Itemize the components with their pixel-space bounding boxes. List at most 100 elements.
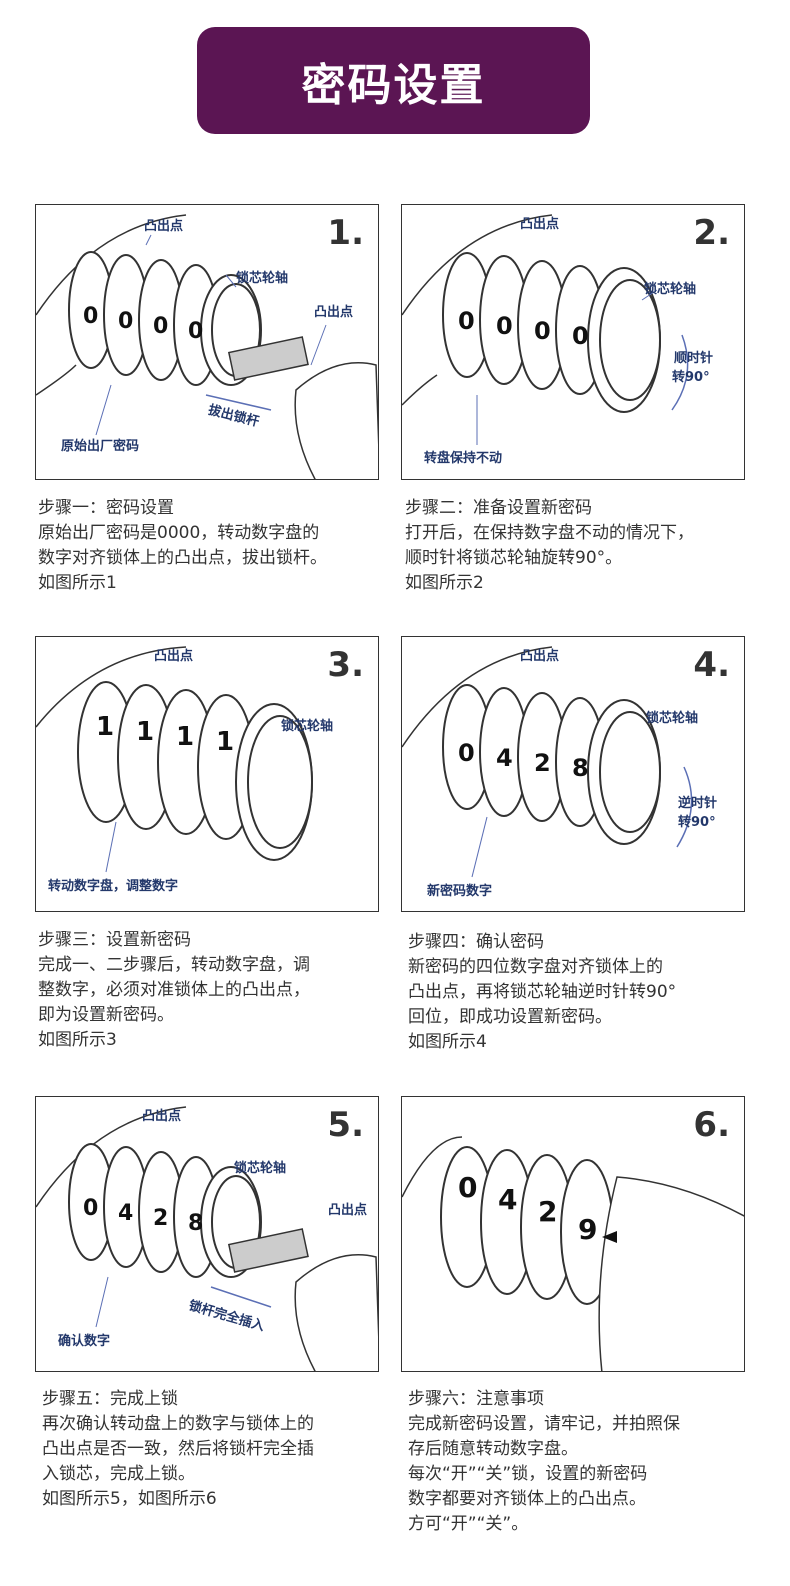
dial-digit: 0 bbox=[153, 314, 168, 339]
panel-number: 4. bbox=[693, 645, 730, 685]
callout-label: 凸出点 bbox=[144, 219, 184, 234]
dial-digit: 9 bbox=[578, 1213, 597, 1246]
lock-illustration-6: 0 4 2 9 bbox=[402, 1136, 744, 1371]
callout-label: 新密码数字 bbox=[427, 884, 493, 899]
step-line: 如图所示4 bbox=[408, 1032, 487, 1052]
step-line: 原始出厂密码是0000，转动数字盘的 bbox=[38, 523, 320, 543]
callout-label: 凸出点 bbox=[520, 649, 560, 664]
step-line: 打开后，在保持数字盘不动的情况下， bbox=[405, 523, 694, 543]
dial-digit: 0 bbox=[534, 317, 551, 345]
dial-digit: 8 bbox=[188, 1211, 203, 1236]
step-line: 如图所示2 bbox=[405, 573, 484, 593]
step-line: 再次确认转动盘上的数字与锁体上的 bbox=[42, 1414, 314, 1434]
step-description-4: 步骤四：确认密码 新密码的四位数字盘对齐锁体上的 凸出点，再将锁芯轮轴逆时针转9… bbox=[408, 930, 768, 1055]
step-line: 入锁芯，完成上锁。 bbox=[42, 1464, 195, 1484]
callout-label: 转90° bbox=[672, 370, 710, 385]
dial-digit: 1 bbox=[176, 722, 194, 752]
dial-digit: 0 bbox=[118, 309, 133, 334]
callout-label: 转动数字盘，调整数字 bbox=[48, 879, 179, 894]
panel-step-4: 0 4 2 8 4. 凸出点 锁芯轮轴 逆时针 转90° 新密码数字 bbox=[401, 636, 745, 912]
step-line: 新密码的四位数字盘对齐锁体上的 bbox=[408, 957, 663, 977]
callout-label: 凸出点 bbox=[154, 649, 194, 664]
callout-label: 转盘保持不动 bbox=[424, 451, 503, 466]
callout-label: 凸出点 bbox=[520, 217, 560, 232]
callout-label: 锁芯轮轴 bbox=[281, 719, 334, 734]
dial-digit: 0 bbox=[458, 1171, 477, 1204]
step-line: 凸出点，再将锁芯轮轴逆时针转90° bbox=[408, 982, 677, 1002]
lock-illustration-2: 0 0 0 0 bbox=[402, 214, 689, 445]
dial-digit: 0 bbox=[572, 322, 589, 350]
dial-digit: 0 bbox=[83, 1196, 98, 1221]
step-line: 完成新密码设置，请牢记，并拍照保 bbox=[408, 1414, 680, 1434]
panel-step-1: 0 0 0 0 1. 凸出点 锁芯轮轴 凸出点 原始出厂密码 拔出锁杆 bbox=[35, 204, 379, 480]
lock-illustration-1: 0 0 0 0 bbox=[36, 214, 378, 479]
step-line: 方可“开”“关”。 bbox=[408, 1514, 529, 1534]
dial-digit: 8 bbox=[572, 754, 589, 782]
step-line: 如图所示5，如图所示6 bbox=[42, 1489, 217, 1509]
callout-label: 凸出点 bbox=[328, 1203, 368, 1218]
lock-illustration-4: 0 4 2 8 bbox=[402, 646, 693, 878]
callout-label: 凸出点 bbox=[314, 305, 354, 320]
step-description-6: 步骤六：注意事项 完成新密码设置，请牢记，并拍照保 存后随意转动数字盘。 每次“… bbox=[408, 1387, 768, 1537]
step-line: 步骤一：密码设置 bbox=[38, 498, 174, 518]
dial-digit: 0 bbox=[458, 307, 475, 335]
callout-label: 顺时针 bbox=[674, 351, 714, 366]
step-description-3: 步骤三：设置新密码 完成一、二步骤后，转动数字盘，调 整数字，必须对准锁体上的凸… bbox=[38, 928, 398, 1053]
dial-digit: 2 bbox=[534, 749, 551, 777]
panel-step-5: 0 4 2 8 5. 凸出点 锁芯轮轴 凸出点 确认数字 锁杆完全插入 bbox=[35, 1096, 379, 1372]
dial-digit: 0 bbox=[458, 739, 475, 767]
step-line: 数字都要对齐锁体上的凸出点。 bbox=[408, 1489, 646, 1509]
dial-digit: 1 bbox=[216, 727, 234, 757]
step-line: 存后随意转动数字盘。 bbox=[408, 1439, 578, 1459]
step-line: 每次“开”“关”锁，设置的新密码 bbox=[408, 1464, 648, 1484]
dial-digit: 1 bbox=[96, 712, 114, 742]
panel-step-6: 0 4 2 9 6. bbox=[401, 1096, 745, 1372]
callout-label: 确认数字 bbox=[58, 1334, 111, 1349]
callout-label: 原始出厂密码 bbox=[61, 439, 140, 454]
dial-digit: 0 bbox=[188, 319, 203, 344]
panel-number: 2. bbox=[693, 213, 730, 253]
dial-digit: 2 bbox=[538, 1195, 557, 1228]
callout-label: 逆时针 bbox=[678, 796, 718, 811]
panel-number: 6. bbox=[693, 1105, 730, 1145]
step-line: 步骤四：确认密码 bbox=[408, 932, 544, 952]
panel-step-2: 0 0 0 0 2. 凸出点 锁芯轮轴 顺时针 转90° 转盘保持不动 bbox=[401, 204, 745, 480]
dial-digit: 4 bbox=[498, 1183, 517, 1216]
dial-digit: 0 bbox=[83, 304, 98, 329]
step-line: 数字对齐锁体上的凸出点，拔出锁杆。 bbox=[38, 548, 327, 568]
step-line: 步骤三：设置新密码 bbox=[38, 930, 191, 950]
callout-label: 转90° bbox=[678, 815, 716, 830]
callout-label: 凸出点 bbox=[142, 1109, 182, 1124]
step-description-5: 步骤五：完成上锁 再次确认转动盘上的数字与锁体上的 凸出点是否一致，然后将锁杆完… bbox=[42, 1387, 402, 1512]
lock-illustration-5: 0 4 2 8 bbox=[36, 1106, 378, 1371]
step-description-2: 步骤二：准备设置新密码 打开后，在保持数字盘不动的情况下， 顺时针将锁芯轮轴旋转… bbox=[405, 496, 765, 596]
step-line: 整数字，必须对准锁体上的凸出点， bbox=[38, 980, 310, 1000]
dial-digit: 0 bbox=[496, 312, 513, 340]
dial-digit: 4 bbox=[496, 744, 513, 772]
step-line: 回位，即成功设置新密码。 bbox=[408, 1007, 612, 1027]
lock-illustration-3: 1 1 1 1 bbox=[36, 646, 313, 873]
callout-label: 锁芯轮轴 bbox=[646, 711, 699, 726]
step-line: 顺时针将锁芯轮轴旋转90°。 bbox=[405, 548, 623, 568]
step-line: 完成一、二步骤后，转动数字盘，调 bbox=[38, 955, 310, 975]
step-line: 即为设置新密码。 bbox=[38, 1005, 174, 1025]
panel-number: 1. bbox=[327, 213, 364, 253]
step-line: 步骤六：注意事项 bbox=[408, 1389, 544, 1409]
page-title: 密码设置 bbox=[301, 59, 486, 111]
panel-number: 3. bbox=[327, 645, 364, 685]
step-line: 凸出点是否一致，然后将锁杆完全插 bbox=[42, 1439, 314, 1459]
step-line: 步骤五：完成上锁 bbox=[42, 1389, 178, 1409]
panel-number: 5. bbox=[327, 1105, 364, 1145]
step-line: 步骤二：准备设置新密码 bbox=[405, 498, 592, 518]
title-banner: 密码设置 bbox=[197, 27, 590, 134]
step-line: 如图所示1 bbox=[38, 573, 117, 593]
callout-label: 锁芯轮轴 bbox=[234, 1161, 287, 1176]
step-line: 如图所示3 bbox=[38, 1030, 117, 1050]
panel-step-3: 1 1 1 1 3. 凸出点 锁芯轮轴 转动数字盘，调整数字 bbox=[35, 636, 379, 912]
callout-label: 锁芯轮轴 bbox=[236, 271, 289, 286]
step-description-1: 步骤一：密码设置 原始出厂密码是0000，转动数字盘的 数字对齐锁体上的凸出点，… bbox=[38, 496, 398, 596]
dial-digit: 1 bbox=[136, 717, 154, 747]
dial-digit: 2 bbox=[153, 1206, 168, 1231]
callout-label: 锁芯轮轴 bbox=[644, 282, 697, 297]
dial-digit: 4 bbox=[118, 1201, 133, 1226]
